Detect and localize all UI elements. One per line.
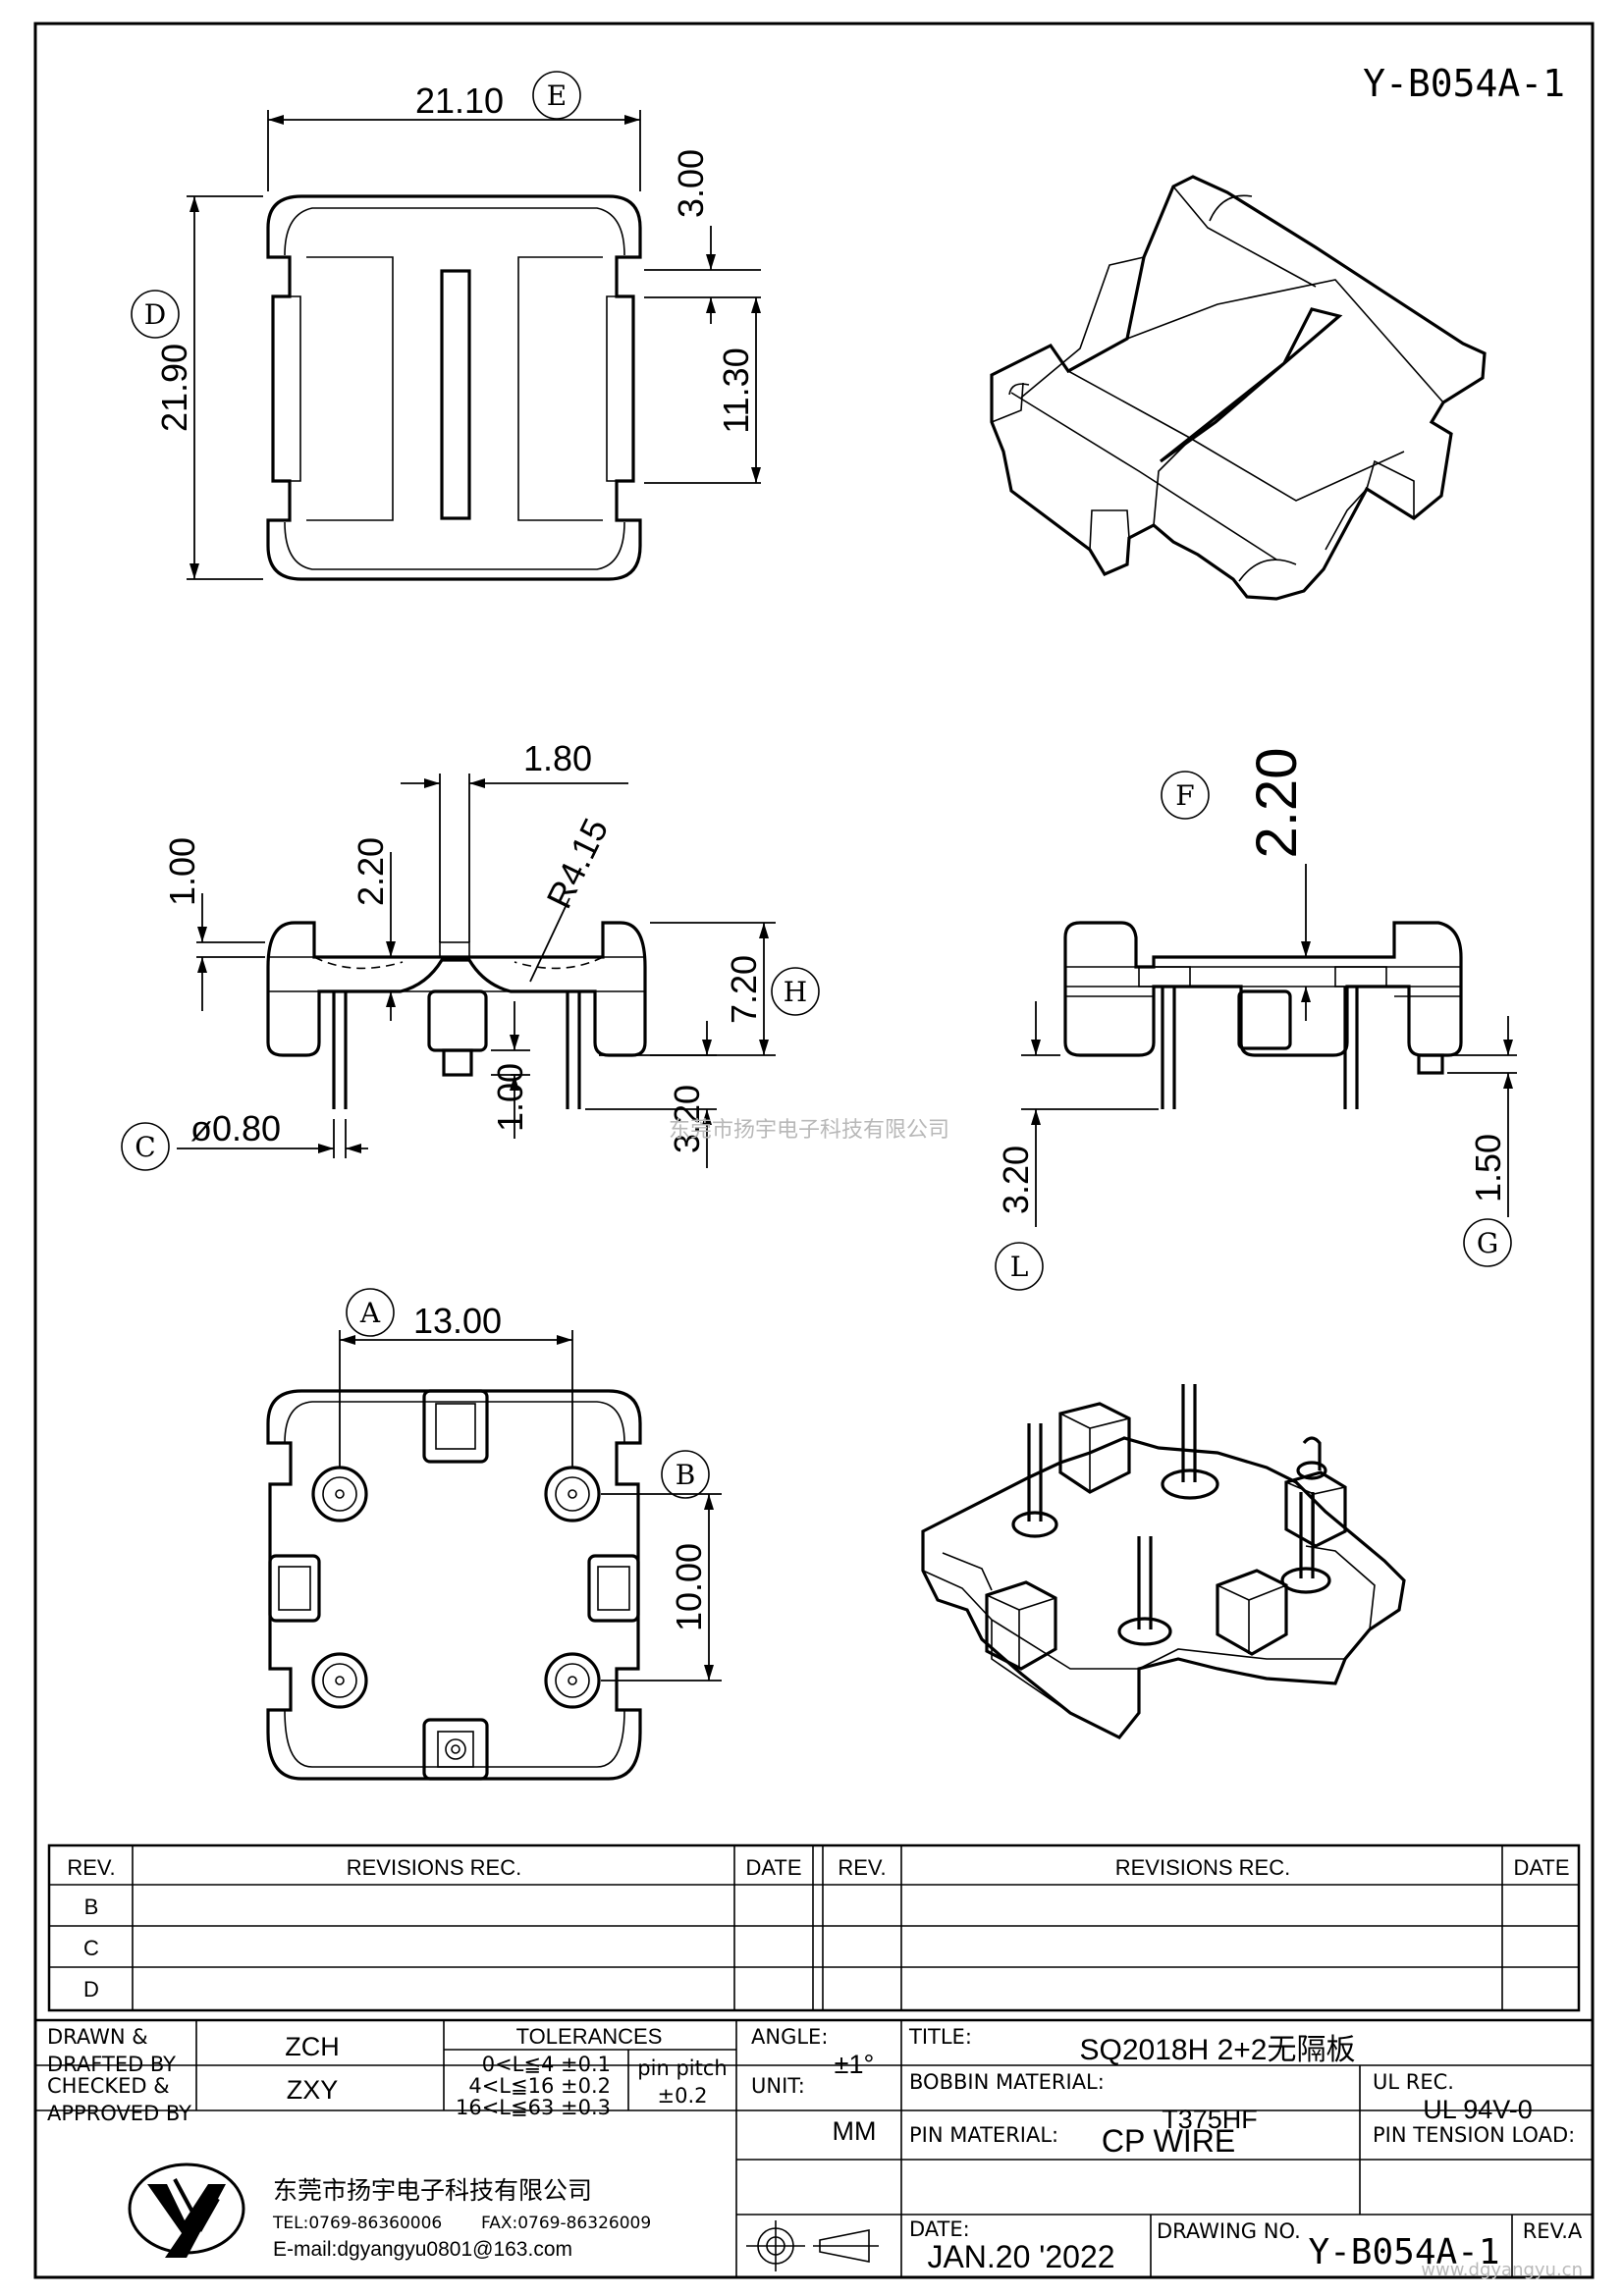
title-value: SQ2018H 2+2无隔板 [1080, 2034, 1356, 2066]
dim-side-stub: 1.50 [1468, 1134, 1508, 1202]
pin-pitch-label: pin pitch [637, 2056, 727, 2080]
ul-rec-value: UL 94V-0 [1423, 2095, 1533, 2124]
dim-front-pin-spacing: 1.80 [523, 738, 592, 778]
callout-g: G [1477, 1227, 1498, 1259]
date-value: JAN.20 '2022 [927, 2239, 1114, 2274]
dim-front-radius: R4.15 [538, 812, 616, 914]
drawing-no-label: DRAWING NO. [1157, 2219, 1301, 2243]
company-fax: FAX:0769-86326009 [481, 2214, 651, 2233]
front-view [266, 921, 647, 1109]
dim-side-pin-length: 3.20 [996, 1146, 1036, 1214]
dim-height-top: 21.90 [154, 344, 194, 432]
company-email: E-mail:dgyangyu0801@163.com [273, 2238, 572, 2261]
bobbin-material-value: T375HF [1162, 2105, 1258, 2134]
rev-header-right: REV. [838, 1855, 886, 1880]
title-label: TITLE: [908, 2025, 972, 2049]
tolerance-row-1: 0<L≦4 ±0.1 [482, 2053, 611, 2076]
checked-label-1: CHECKED & [47, 2074, 170, 2098]
bottom-view-dimensions: 13.00 A 10.00 B [339, 1288, 722, 1682]
bobbin-material-label: BOBBIN MATERIAL: [909, 2070, 1105, 2094]
date-label: DATE: [909, 2217, 970, 2241]
pin-tension-label: PIN TENSION LOAD: [1373, 2123, 1575, 2147]
company-logo [128, 2163, 245, 2258]
watermark-corner: www.dgyangyu.cn [1421, 2260, 1583, 2280]
projection-symbol-icon [746, 2220, 879, 2271]
dim-front-height: 7.20 [724, 955, 764, 1024]
callout-f: F [1175, 779, 1194, 812]
dim-front-stub: 1.00 [490, 1063, 530, 1132]
unit-label: UNIT: [751, 2074, 805, 2098]
sheet-border [33, 22, 1595, 2279]
dim-pin-diameter: ø0.80 [190, 1108, 281, 1148]
callout-e: E [547, 80, 567, 112]
checked-value: ZXY [287, 2075, 339, 2105]
ul-rec-label: UL REC. [1373, 2070, 1454, 2094]
callout-l: L [1010, 1251, 1029, 1283]
drawing-no-value: Y-B054A-1 [1308, 2232, 1499, 2272]
dim-side-top: 2.20 [1245, 748, 1309, 859]
rev-row-d: D [83, 1977, 99, 2002]
dim-front-pin-length: 3.20 [667, 1085, 707, 1153]
callout-c: C [135, 1131, 155, 1163]
dim-bottom-width: 13.00 [413, 1301, 502, 1341]
dim-slot-offset: 3.00 [671, 149, 711, 218]
date-header-right: DATE [1513, 1855, 1569, 1880]
bottom-view [266, 1389, 642, 1781]
callout-a: A [359, 1297, 381, 1329]
revision-table [47, 1843, 1581, 2012]
drawn-label-1: DRAWN & [47, 2025, 148, 2049]
tolerances-label: TOLERANCES [516, 2024, 663, 2049]
dim-bottom-height: 10.00 [669, 1543, 709, 1631]
unit-value: MM [833, 2116, 877, 2146]
rev-label: REV.A [1523, 2219, 1583, 2243]
tolerance-row-2: 4<L≦16 ±0.2 [468, 2074, 611, 2098]
angle-label: ANGLE: [751, 2025, 828, 2049]
pin-pitch-value: ±0.2 [658, 2084, 708, 2108]
top-view-dimensions: 21.10 E 21.90 D 3.00 11.30 [131, 71, 761, 580]
drawn-value: ZCH [285, 2032, 340, 2061]
dim-front-recess: 2.20 [351, 837, 391, 906]
tolerance-row-3: 16<L≦63 ±0.3 [456, 2096, 611, 2119]
side-view [1063, 921, 1463, 1109]
rev-header-left: REV. [67, 1855, 115, 1880]
rev-row-b: B [84, 1895, 99, 1919]
front-view-dimensions: 1.80 1.00 2.20 R4.15 7.20 H 1.00 [121, 738, 820, 1171]
dim-front-flange: 1.00 [162, 837, 202, 906]
pin-material-value: CP WIRE [1102, 2123, 1235, 2159]
rec-header-left: REVISIONS REC. [347, 1855, 521, 1880]
angle-value: ±1° [835, 2050, 875, 2079]
drawing-code-label: Y-B054A-1 [1363, 62, 1565, 105]
dim-slot-height: 11.30 [716, 347, 756, 433]
watermark-center: 东莞市扬宇电子科技有限公司 [669, 1118, 949, 1143]
dim-width-top: 21.10 [415, 80, 504, 121]
callout-h: H [784, 976, 807, 1008]
rev-row-c: C [83, 1936, 99, 1960]
date-header-left: DATE [745, 1855, 801, 1880]
iso-view-bottom [921, 1384, 1406, 1740]
title-block [33, 2018, 1595, 2279]
drawn-label-2: DRAFTED BY [47, 2053, 176, 2076]
company-name: 东莞市扬宇电子科技有限公司 [273, 2176, 592, 2205]
pin-material-label: PIN MATERIAL: [909, 2123, 1058, 2147]
checked-label-2: APPROVED BY [47, 2102, 191, 2125]
rec-header-right: REVISIONS REC. [1115, 1855, 1290, 1880]
iso-view-top [990, 175, 1487, 601]
company-tel: TEL:0769-86360006 [272, 2214, 442, 2233]
side-view-dimensions: 2.20 F 3.20 L 1.50 G [995, 748, 1517, 1291]
top-view [266, 194, 642, 581]
callout-b: B [676, 1459, 696, 1491]
callout-d: D [144, 298, 166, 331]
